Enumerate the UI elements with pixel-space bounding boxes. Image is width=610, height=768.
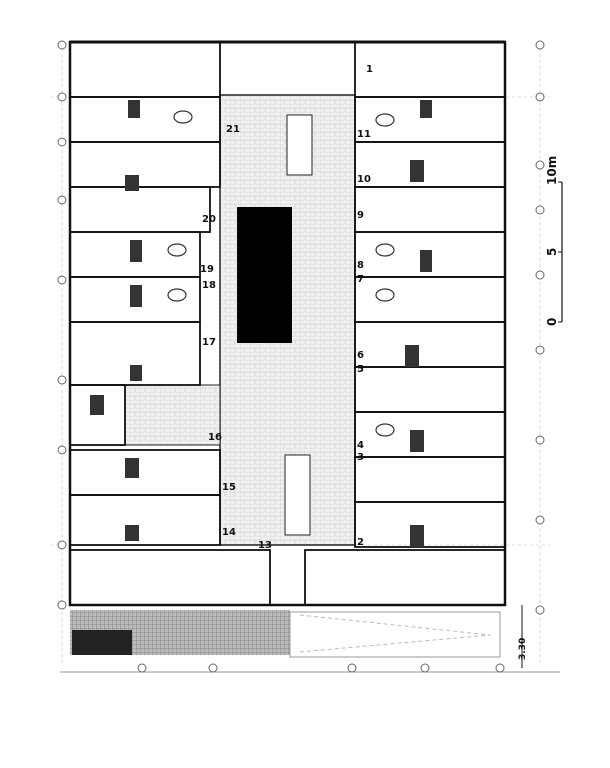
unit-number: 11 <box>357 129 371 140</box>
side-passage <box>124 384 221 446</box>
unit-number: 6 <box>357 350 364 361</box>
unit-number: 3 <box>357 452 364 463</box>
unit-number: 19 <box>200 264 214 275</box>
unit-number: 8 <box>357 260 364 271</box>
tables <box>167 110 395 437</box>
unit-number: 1 <box>366 64 373 75</box>
scale-label-10: 10m <box>545 156 559 185</box>
unit-number: 2 <box>357 537 364 548</box>
unit-number: 17 <box>202 337 216 348</box>
stair-north <box>286 114 313 176</box>
dimension-label: 3.30 <box>518 638 528 660</box>
pool <box>237 207 292 343</box>
unit-labels-left: 21 20 19 18 17 16 15 14 13 <box>200 124 272 551</box>
scale-bar: 10m 5 0 <box>545 156 563 326</box>
unit-labels-right: 11 10 9 8 7 6 5 4 3 2 1 <box>357 64 373 548</box>
unit-number: 16 <box>208 432 222 443</box>
unit-number: 9 <box>357 210 364 221</box>
unit-number: 10 <box>357 174 371 185</box>
unit-number: 21 <box>226 124 240 135</box>
unit-number: 14 <box>222 527 236 538</box>
unit-number: 5 <box>357 364 364 375</box>
column-markers <box>57 40 545 673</box>
unit-number: 13 <box>258 540 272 551</box>
unit-number: 18 <box>202 280 216 291</box>
units-right <box>304 41 506 606</box>
terrace-dark <box>72 630 132 655</box>
ramp <box>289 611 501 658</box>
unit-number: 7 <box>357 274 364 285</box>
dimension-marker: 3.30 <box>518 605 528 668</box>
unit-number: 15 <box>222 482 236 493</box>
unit-number: 20 <box>202 214 216 225</box>
stair-south <box>284 454 311 536</box>
fixtures <box>90 100 432 547</box>
scale-label-5: 5 <box>545 248 559 256</box>
scale-label-0: 0 <box>545 318 559 326</box>
unit-number: 4 <box>357 440 364 451</box>
units-left <box>69 41 271 606</box>
